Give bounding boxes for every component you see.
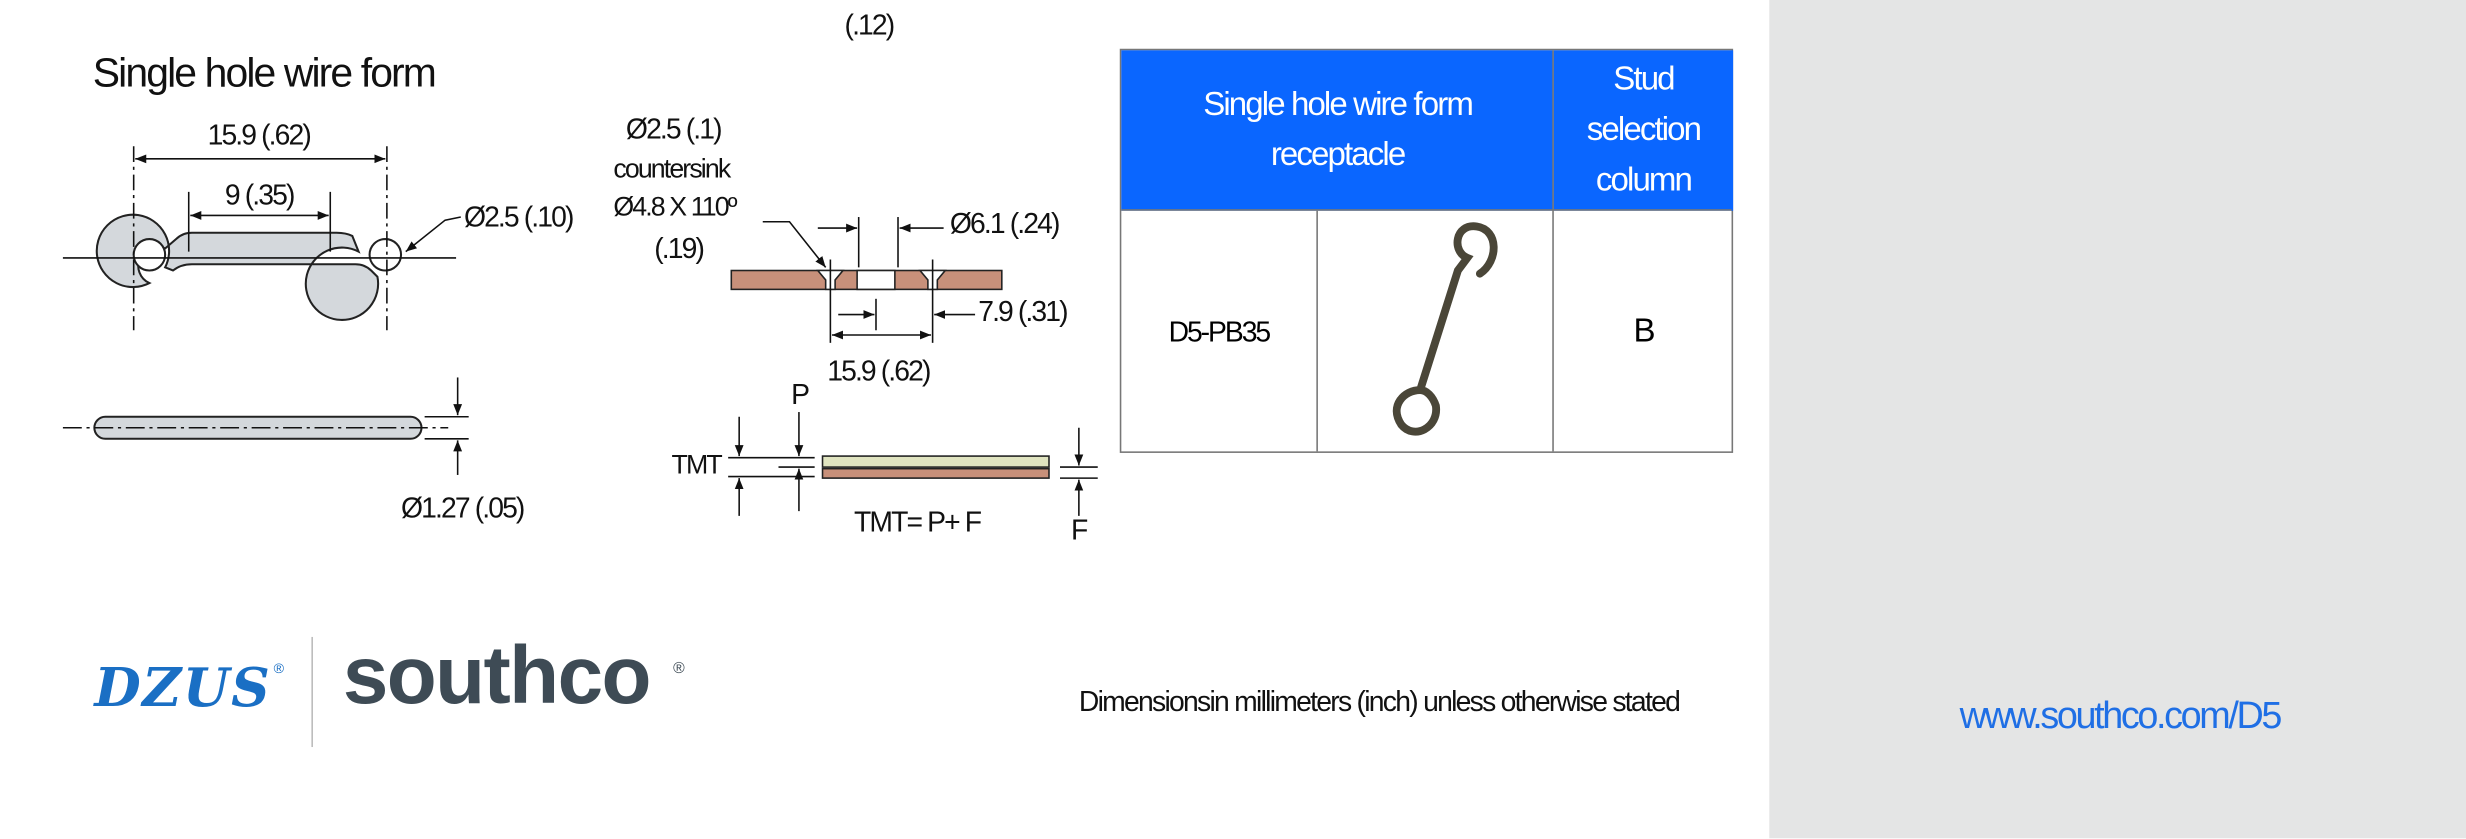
side-panel xyxy=(1769,0,2466,839)
wire-form-side-view xyxy=(62,377,469,475)
dim-inner-length: 9 (.35) xyxy=(224,179,295,211)
logo-divider xyxy=(311,636,313,748)
dim-overall-length: 15.9 (.62) xyxy=(207,119,312,151)
top-fragment-text: (.12) xyxy=(844,9,896,41)
tmt-diagram xyxy=(728,412,1098,516)
dim-hole-spacing: 15.9 (.62) xyxy=(827,355,931,387)
tmt-label: TMT xyxy=(671,449,723,480)
stud-column-cell: B xyxy=(1633,312,1655,350)
p-label: P xyxy=(791,379,810,411)
countersink-label: countersink xyxy=(613,154,731,185)
website-link[interactable]: www.southco.com/D5 xyxy=(1959,695,2283,738)
header-stud-column: Stud selection column xyxy=(1553,50,1734,211)
units-note: Dimensionsin millimeters (inch) unless o… xyxy=(1078,685,1681,718)
section-title: Single hole wire form xyxy=(92,48,437,96)
dzus-logo: DZUS xyxy=(94,657,272,721)
product-table: Single hole wire form receptacle Stud se… xyxy=(1119,48,1734,453)
countersink-spec: Ø4.8 X 110º xyxy=(613,191,737,222)
header-product: Single hole wire form receptacle xyxy=(1121,50,1554,211)
dim-half-spacing: 7.9 (.31) xyxy=(978,295,1068,328)
countersink-inch: (.19) xyxy=(654,232,705,265)
dim-wire-dia: Ø1.27 (.05) xyxy=(401,492,525,524)
f-label: F xyxy=(1071,514,1088,546)
product-image xyxy=(1318,211,1552,453)
tmt-formula: TMT= P+ F xyxy=(853,506,982,538)
dim-center-hole: Ø6.1 (.24) xyxy=(949,207,1060,240)
panel-section xyxy=(730,217,1003,343)
dim-hole-dia: Ø2.5 (.10) xyxy=(463,201,574,233)
wire-form-top-view xyxy=(95,213,403,321)
technical-drawing xyxy=(62,146,1098,516)
part-number-cell: D5-PB35 xyxy=(1168,315,1272,347)
southco-logo: southco xyxy=(342,630,652,722)
wire-form-photo-icon xyxy=(1392,222,1497,436)
dim-panel-hole: Ø2.5 (.1) xyxy=(625,113,723,145)
